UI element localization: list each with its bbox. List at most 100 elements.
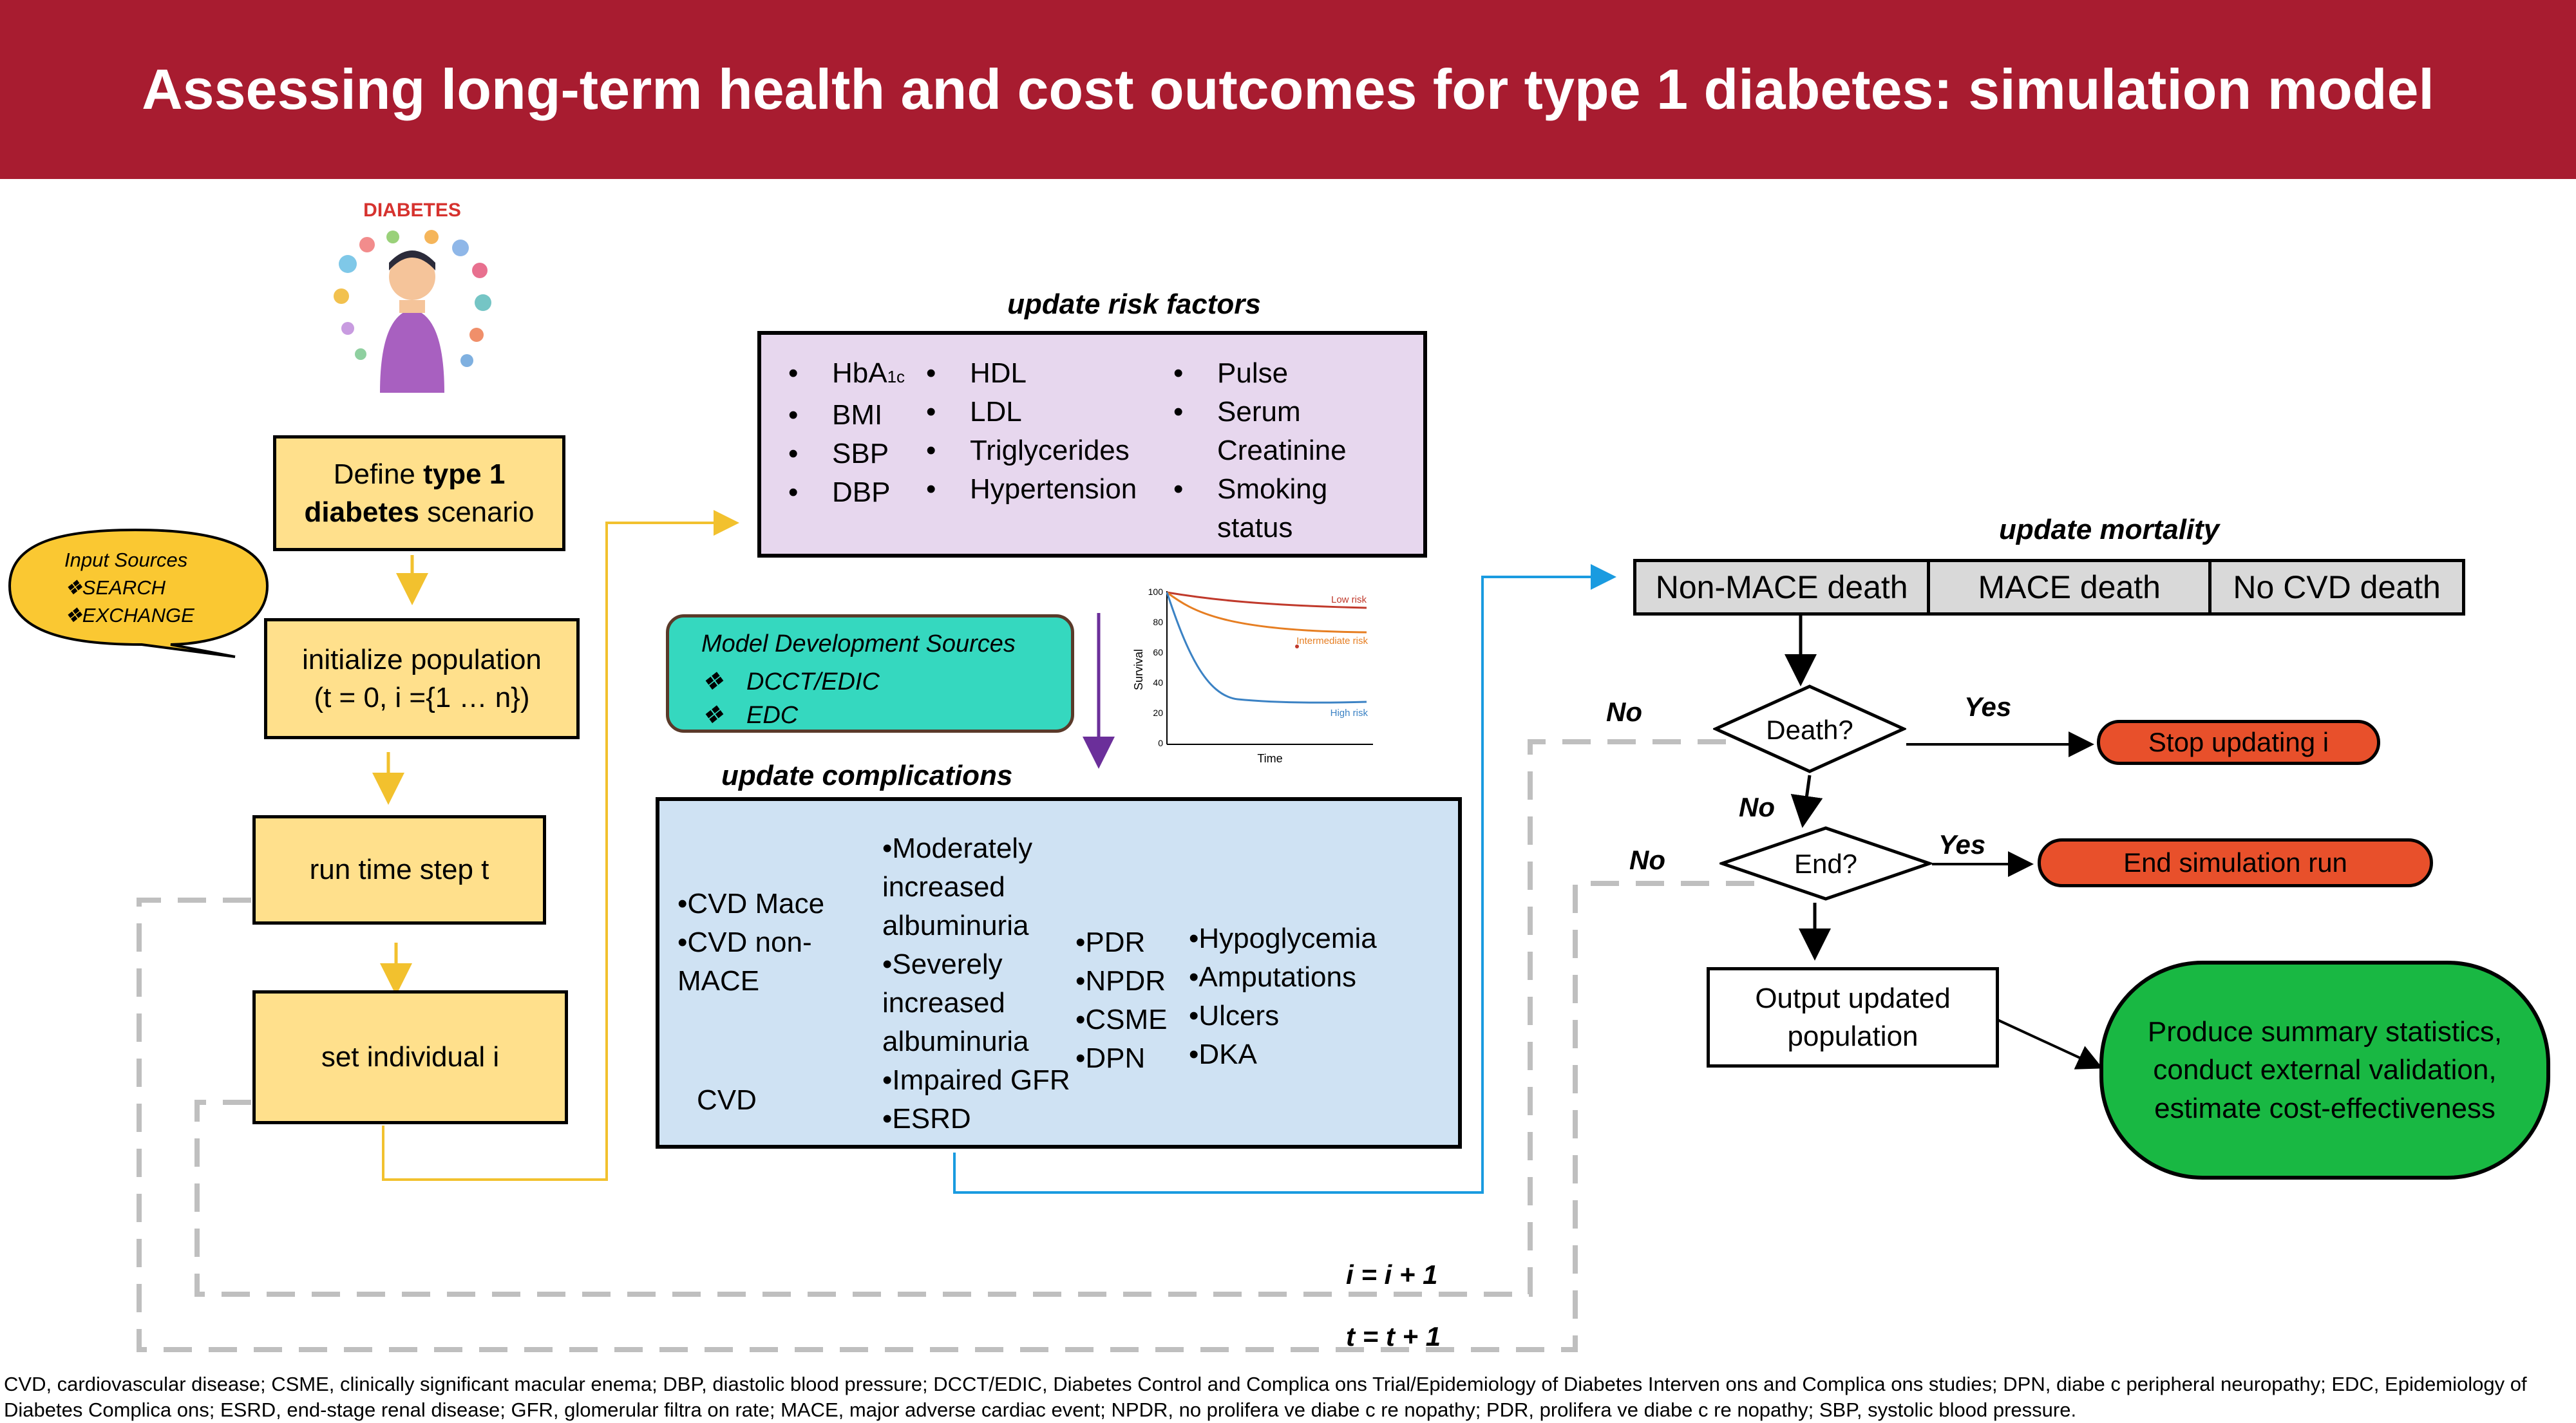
complication-item: •Hypoglycemia xyxy=(1189,923,1377,954)
illustration-label: DIABETES xyxy=(363,200,461,221)
complications-kidney-col: •Moderately increased albuminuria •Sever… xyxy=(882,829,1088,1138)
y-tick: 100 xyxy=(1148,587,1164,597)
set-individual-box: set individual i xyxy=(252,990,568,1124)
risk-factor-item: •HDL xyxy=(926,357,1027,389)
summary-label: Produce summary statistics, conduct exte… xyxy=(2147,1015,2503,1124)
risk-factors-title: update risk factors xyxy=(1007,288,1261,320)
model-source-item: ❖EDC xyxy=(701,702,799,729)
page-title: Assessing long-term health and cost outc… xyxy=(142,57,2434,121)
title-banner: Assessing long-term health and cost outc… xyxy=(0,0,2576,179)
model-sources-box: Model Development Sources ❖DCCT/EDIC ❖ED… xyxy=(666,614,1074,733)
complications-cvd-col: •CVD Mace •CVD non-MACE xyxy=(677,885,845,1001)
complication-item: •Amputations xyxy=(1189,961,1356,993)
mortality-cell-mace: MACE death xyxy=(1927,559,2212,616)
risk-factor-item: •BMI xyxy=(788,399,883,431)
complication-item: •CVD Mace xyxy=(677,888,825,919)
complication-item: •Impaired GFR xyxy=(882,1064,1070,1096)
loop-i-no-label: No xyxy=(1606,697,1642,727)
run-time-step-label: run time step t xyxy=(309,854,489,886)
risk-factors-box: •HbA1c •BMI •SBP •DBP •HDL •LDL •Triglyc… xyxy=(757,331,1427,558)
input-sources-title: Input Sources xyxy=(64,549,188,571)
risk-factor-item: •Pulse xyxy=(1173,357,1289,389)
curve-low-risk xyxy=(1166,591,1367,609)
chart-ylabel: Survival xyxy=(1132,649,1145,690)
define-scenario-box: Define type 1 diabetes scenario xyxy=(273,435,565,551)
end-decision-label: End? xyxy=(1794,849,1858,879)
model-sources-title: Model Development Sources xyxy=(701,630,1016,657)
risk-factor-item: •SBP xyxy=(788,438,889,469)
input-sources: Input Sources ❖SEARCH ❖EXCHANGE xyxy=(64,546,219,629)
stop-updating-terminal: Stop updating i xyxy=(2097,720,2380,765)
complications-eye-col: •PDR •NPDR •CSME •DPN xyxy=(1075,923,1179,1078)
output-population-label: Output updated population xyxy=(1755,982,1951,1052)
death-decision-label: Death? xyxy=(1766,715,1853,745)
arrow-death-no xyxy=(1790,775,1823,828)
define-scenario-pre: Define xyxy=(333,458,424,490)
initialize-population-box: initialize population (t = 0, i ={1 … n}… xyxy=(264,618,580,739)
model-sources-list: ❖DCCT/EDIC ❖EDC xyxy=(701,665,880,732)
complication-item: •ESRD xyxy=(882,1103,971,1135)
mortality-title: update mortality xyxy=(1999,514,2220,545)
complications-title: update complications xyxy=(721,760,1013,791)
summary-box: Produce summary statistics, conduct exte… xyxy=(2099,961,2550,1180)
arrow-complications-to-mortality xyxy=(953,564,1616,1194)
complication-item: •CSME xyxy=(1075,1004,1168,1035)
mortality-cell-no-cvd: No CVD death xyxy=(2208,559,2465,616)
complication-item: •Moderately increased albuminuria xyxy=(882,833,1033,941)
complication-item: •CVD non-MACE xyxy=(677,927,812,997)
run-time-step-box: run time step t xyxy=(252,815,546,925)
initialize-line1: initialize population xyxy=(302,643,542,675)
y-tick: 0 xyxy=(1158,738,1163,748)
loop-i-dashed xyxy=(194,739,1726,1297)
loop-t-label: t = t + 1 xyxy=(1346,1321,1441,1352)
complication-item: •NPDR xyxy=(1075,965,1166,997)
mortality-table: Non-MACE death MACE death No CVD death xyxy=(1633,559,2465,616)
complication-cvd-result: CVD xyxy=(697,1084,757,1116)
complication-item: •Ulcers xyxy=(1189,1000,1280,1032)
survival-chart: 100 80 60 40 20 0 Survival Time Low risk… xyxy=(1128,580,1386,773)
risk-factor-item: •Triglycerides xyxy=(926,435,1130,466)
end-decision-shape xyxy=(1719,826,1932,901)
y-tick: 80 xyxy=(1153,617,1163,627)
model-source-item: ❖DCCT/EDIC xyxy=(701,668,880,695)
arrow-set-to-risk xyxy=(382,510,739,1181)
loop-t-no-label: No xyxy=(1629,845,1665,875)
death-decision-shape xyxy=(1713,684,1906,773)
loop-i-label: i = i + 1 xyxy=(1346,1259,1438,1290)
input-sources-callout-shape xyxy=(8,528,269,658)
chart-marker xyxy=(1295,645,1299,648)
person-icon xyxy=(334,230,491,393)
end-yes-label: Yes xyxy=(1938,829,1986,860)
set-individual-label: set individual i xyxy=(321,1041,500,1073)
curve-label-low: Low risk xyxy=(1331,594,1367,605)
end-simulation-terminal: End simulation run xyxy=(2038,838,2433,887)
complication-item: •Severely increased albuminuria xyxy=(882,948,1029,1057)
y-tick: 40 xyxy=(1153,677,1163,688)
arrow-output-to-summary xyxy=(1997,1019,2103,1070)
footnote: CVD, cardiovascular disease; CSME, clini… xyxy=(4,1373,2527,1421)
risk-factor-item: •Smoking status xyxy=(1173,473,1328,543)
risk-factor-item: •DBP xyxy=(788,476,891,508)
complication-item: •DPN xyxy=(1075,1042,1146,1074)
complication-item: •PDR xyxy=(1075,927,1146,958)
mortality-cell-non-mace: Non-MACE death xyxy=(1633,559,1931,616)
curve-intermediate-risk xyxy=(1166,591,1367,634)
complication-item: •DKA xyxy=(1189,1039,1257,1070)
death-no-label: No xyxy=(1739,792,1775,822)
risk-factors-col2: •HDL •LDL •Triglycerides •Hypertension xyxy=(926,354,1158,509)
input-source-item: ❖SEARCH xyxy=(64,576,166,599)
curve-label-high: High risk xyxy=(1331,708,1368,719)
risk-factor-item: •LDL xyxy=(926,396,1022,428)
output-population-box: Output updated population xyxy=(1707,967,1999,1068)
y-tick: 20 xyxy=(1153,708,1163,718)
curve-label-intermediate: Intermediate risk xyxy=(1296,636,1368,646)
risk-factor-item: •Hypertension xyxy=(926,473,1137,505)
risk-factor-item: •Serum Creatinine xyxy=(1173,396,1347,466)
death-yes-label: Yes xyxy=(1964,692,2012,722)
y-tick: 60 xyxy=(1153,647,1163,657)
risk-factors-col1: •HbA1c •BMI •SBP •DBP xyxy=(788,354,930,512)
complications-box: •CVD Mace •CVD non-MACE CVD •Moderately … xyxy=(656,797,1462,1149)
initialize-line2: (t = 0, i ={1 … n}) xyxy=(314,682,530,713)
risk-factors-col3: •Pulse •Serum Creatinine •Smoking status xyxy=(1173,354,1367,547)
define-scenario-post: scenario xyxy=(419,496,535,528)
